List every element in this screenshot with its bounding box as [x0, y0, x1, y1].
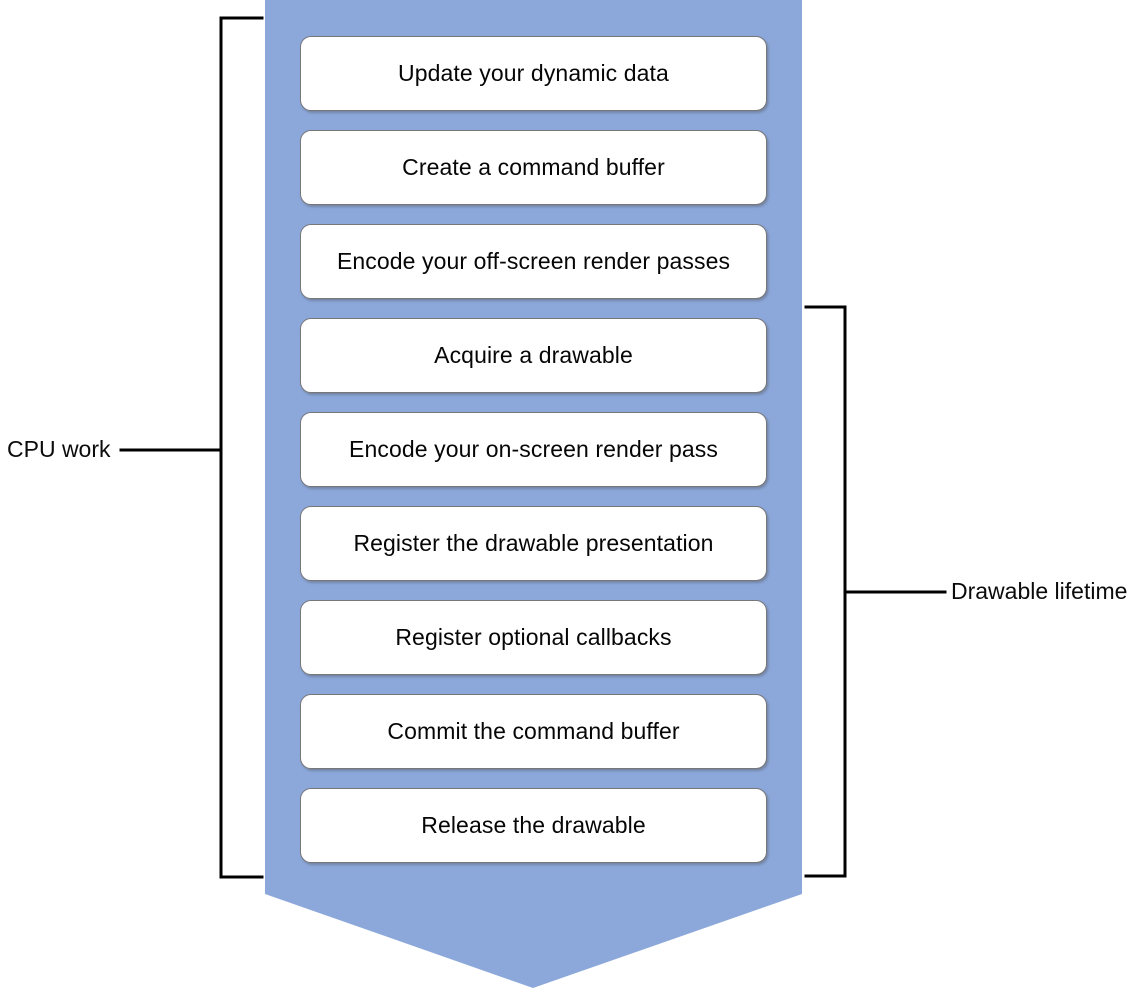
step-box-encode-onscreen-render-pass[interactable]: Encode your on-screen render pass: [300, 412, 767, 487]
step-box-encode-offscreen-render-passes[interactable]: Encode your off-screen render passes: [300, 224, 767, 299]
step-label: Release the drawable: [421, 812, 646, 838]
step-label: Create a command buffer: [402, 154, 665, 180]
step-box-update-dynamic-data[interactable]: Update your dynamic data: [300, 36, 767, 111]
step-box-release-drawable[interactable]: Release the drawable: [300, 788, 767, 863]
step-label: Commit the command buffer: [387, 718, 680, 744]
cpu-work-label: CPU work: [7, 436, 111, 462]
step-label: Acquire a drawable: [434, 342, 633, 368]
step-label: Encode your on-screen render pass: [349, 436, 718, 462]
step-label: Register optional callbacks: [395, 624, 672, 650]
step-label: Encode your off-screen render passes: [336, 248, 731, 274]
step-box-create-command-buffer[interactable]: Create a command buffer: [300, 130, 767, 205]
step-list: Update your dynamic data Create a comman…: [300, 36, 767, 863]
step-box-register-drawable-presentation[interactable]: Register the drawable presentation: [300, 506, 767, 581]
step-label: Update your dynamic data: [398, 60, 669, 86]
step-box-register-optional-callbacks[interactable]: Register optional callbacks: [300, 600, 767, 675]
step-box-acquire-drawable[interactable]: Acquire a drawable: [300, 318, 767, 393]
step-box-commit-command-buffer[interactable]: Commit the command buffer: [300, 694, 767, 769]
step-label: Register the drawable presentation: [353, 530, 714, 556]
drawable-lifetime-label: Drawable lifetime: [951, 578, 1128, 604]
